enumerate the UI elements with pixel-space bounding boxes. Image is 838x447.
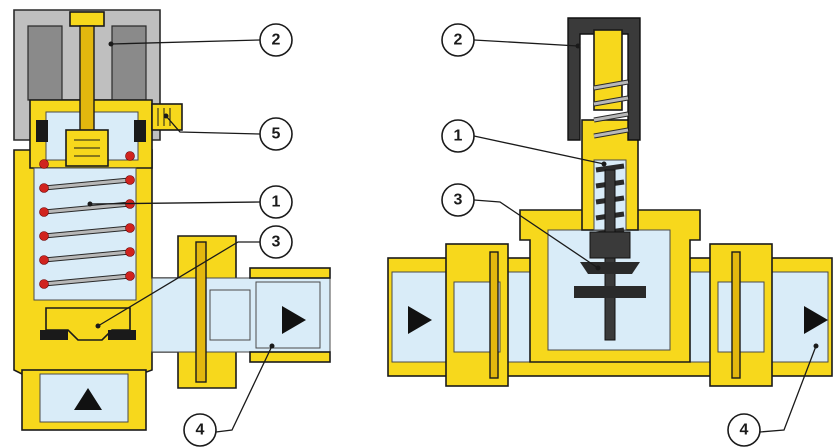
callout-label: 5	[272, 126, 281, 143]
left-bolt-head	[69, 11, 105, 27]
left-oring-l	[36, 120, 48, 142]
right-valve-disc	[580, 262, 640, 274]
right-valve	[387, 17, 833, 387]
right-union-right-rib	[731, 251, 741, 379]
callout-circle	[183, 413, 217, 447]
callout-circle	[259, 225, 293, 259]
flow-arrow-right-icon	[408, 306, 432, 334]
right-callouts: 2 1 3 4	[441, 23, 819, 447]
left-seal-l	[40, 330, 68, 340]
callout-circle	[259, 117, 293, 151]
left-cap-inner-right	[111, 25, 147, 101]
right-upper-spring	[593, 79, 629, 139]
callout-label: 4	[740, 422, 749, 439]
right-knob-cap	[567, 17, 641, 141]
callout-label: 3	[454, 192, 463, 209]
right-valve-seat	[574, 286, 646, 298]
left-outlet-ribs	[195, 241, 251, 383]
callout-leader	[97, 241, 260, 327]
callout-leader	[473, 199, 599, 269]
callout-circle	[441, 23, 475, 57]
callout-leader	[759, 345, 817, 433]
callout-leader	[473, 135, 605, 165]
right-union-left-rib	[489, 251, 499, 379]
callout-label: 2	[272, 32, 281, 49]
right-union-right-bore	[717, 281, 765, 353]
callout-circle	[727, 413, 761, 447]
callout-label: 1	[272, 194, 281, 211]
callout-label: 1	[454, 128, 463, 145]
callout-label: 4	[196, 422, 205, 439]
callout-leader	[165, 115, 261, 135]
flow-arrow-up-icon	[74, 388, 102, 410]
callout-circle	[259, 185, 293, 219]
flow-arrow-right-icon	[804, 306, 828, 334]
callout-leader	[89, 201, 261, 205]
left-seal-r	[108, 330, 136, 340]
callout-circle	[441, 183, 475, 217]
flow-arrow-right-icon	[282, 306, 306, 334]
left-stem-threads	[74, 139, 100, 157]
callout-leader	[473, 39, 579, 47]
left-outlet-bottom-thread	[249, 351, 331, 363]
callout-leader	[110, 39, 261, 45]
callout-circle	[441, 119, 475, 153]
left-outlet-top-thread	[249, 267, 331, 279]
right-stem-upper	[593, 29, 623, 111]
left-callouts: 2 5 1 3 4	[87, 23, 293, 447]
left-oring-r	[134, 120, 146, 142]
right-plunger-body	[589, 231, 631, 259]
callout-label: 3	[272, 234, 281, 251]
callout-circle	[259, 23, 293, 57]
left-spring	[39, 151, 135, 289]
callout-label: 2	[454, 32, 463, 49]
callout-leader	[215, 345, 273, 433]
left-valve	[13, 9, 331, 431]
left-cap-inner-left	[27, 25, 63, 101]
